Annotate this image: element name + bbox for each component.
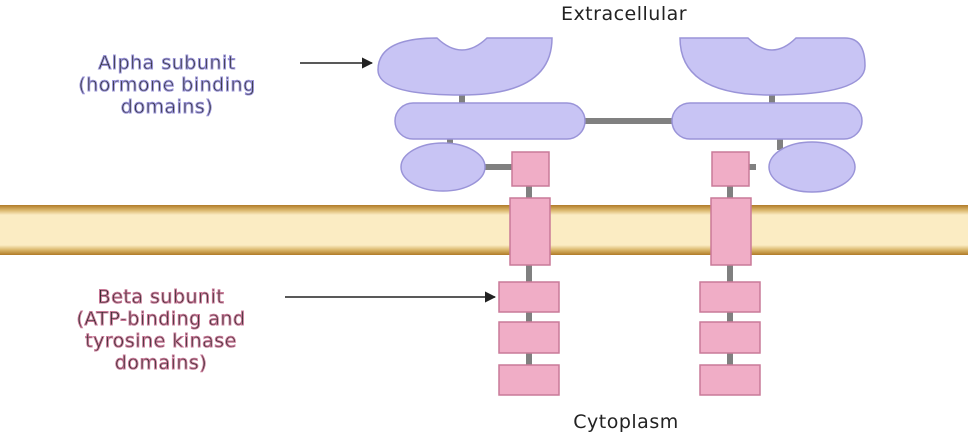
alpha-label-line-2: (hormone binding — [78, 74, 255, 96]
alpha-subunit-callout: Alpha subunit (hormone binding domains) — [78, 52, 372, 118]
alpha-label-line-1: Alpha subunit — [98, 52, 235, 74]
beta-kinase-domain-3-right — [700, 365, 760, 395]
beta-kinase-domain-2-right — [700, 322, 760, 353]
alpha-label-line-3: domains) — [121, 96, 213, 118]
alpha-middle-domain-left — [395, 103, 585, 139]
beta-extracellular-domain-right — [712, 152, 749, 186]
alpha-subunit-left — [378, 38, 585, 191]
beta-subunit-callout: Beta subunit (ATP-binding and tyrosine k… — [76, 286, 495, 374]
hormone-binding-domain-left — [378, 38, 552, 95]
beta-label-line-1: Beta subunit — [98, 286, 225, 308]
beta-extracellular-domain-left — [512, 152, 549, 186]
alpha-middle-domain-right — [672, 103, 862, 139]
beta-transmembrane-domain-left — [510, 198, 550, 265]
hormone-binding-domain-right — [680, 38, 865, 95]
cell-membrane — [0, 205, 968, 255]
beta-kinase-domain-3-left — [499, 365, 559, 395]
cytoplasm-label: Cytoplasm — [573, 411, 678, 433]
beta-label-line-4: domains) — [115, 352, 207, 374]
alpha-lower-domain-right — [769, 142, 855, 192]
beta-kinase-domain-1-left — [499, 282, 559, 312]
beta-transmembrane-domain-right — [711, 198, 751, 265]
beta-kinase-domain-2-left — [499, 322, 559, 353]
extracellular-label: Extracellular — [561, 3, 687, 25]
beta-label-line-3: tyrosine kinase — [85, 330, 237, 352]
alpha-lower-domain-left — [401, 143, 485, 191]
beta-kinase-domain-1-right — [700, 282, 760, 312]
beta-label-line-2: (ATP-binding and — [76, 308, 245, 330]
alpha-subunit-right — [672, 38, 865, 192]
